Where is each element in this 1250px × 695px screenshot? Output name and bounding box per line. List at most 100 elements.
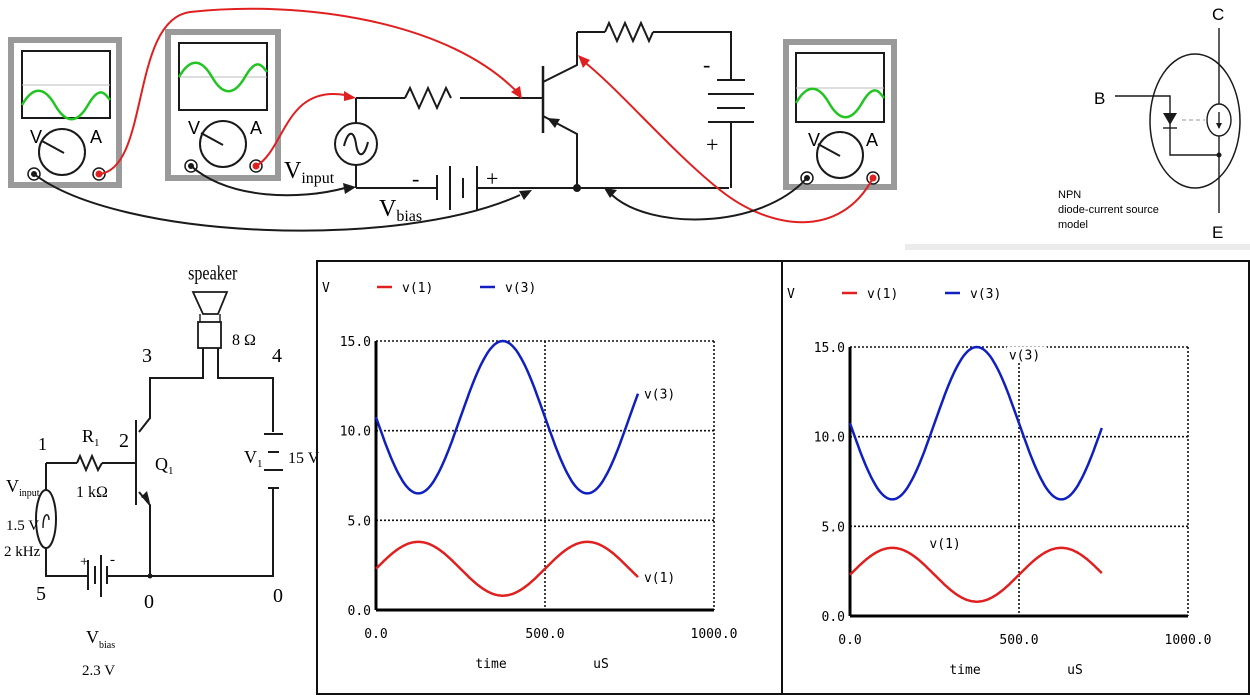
x-tick-label: 0.0 bbox=[364, 627, 387, 642]
model-junction-dot bbox=[1216, 152, 1222, 158]
series-label-background bbox=[641, 569, 682, 586]
r1-label: R1 bbox=[82, 426, 100, 449]
x-tick-label: 1000.0 bbox=[1165, 633, 1212, 648]
y-tick-label: 10.0 bbox=[340, 425, 371, 440]
scope-2-v-label: V bbox=[188, 118, 200, 138]
q1-label: Q1 bbox=[155, 454, 174, 477]
input-source-sine bbox=[42, 514, 50, 529]
scope-2-black-probe-lead[interactable] bbox=[190, 165, 346, 197]
wire-node-3 bbox=[138, 348, 204, 433]
top-circuit-wiring: - + - + Vinput Vbias bbox=[284, 20, 754, 225]
vinput-amplitude-label: 1.5 V bbox=[6, 518, 39, 534]
supply-plus-label: + bbox=[706, 132, 718, 157]
probe-arrow-icon bbox=[343, 183, 356, 194]
scope-2-red-probe-lead[interactable] bbox=[255, 92, 346, 167]
node-0b-label: 0 bbox=[273, 585, 283, 607]
node-0a-label: 0 bbox=[144, 591, 154, 613]
model-circle bbox=[1149, 53, 1241, 189]
x-axis-label: time bbox=[475, 657, 506, 672]
scope-1-a-label: A bbox=[90, 127, 102, 147]
x-axis-unit: uS bbox=[593, 657, 609, 672]
q1-emitter-arrow-icon bbox=[141, 491, 150, 503]
transistor-emitter bbox=[542, 115, 578, 188]
speaker-impedance-label: 8 Ω bbox=[232, 332, 256, 349]
vinput-frequency-label: 2 kHz bbox=[4, 544, 41, 560]
y-tick-label: 15.0 bbox=[340, 335, 371, 350]
x-tick-label: 0.0 bbox=[838, 633, 861, 648]
probe-arrow-icon bbox=[519, 190, 532, 200]
probe-arrow-icon bbox=[511, 86, 522, 99]
base-resistor bbox=[404, 85, 452, 111]
wire-node-5 bbox=[45, 548, 88, 577]
x-axis-unit: uS bbox=[1067, 663, 1083, 678]
vbias-plus-label: + bbox=[80, 554, 88, 570]
probe-arrow-icon bbox=[604, 188, 617, 198]
series-label-background bbox=[641, 385, 682, 402]
supply-minus-label: - bbox=[703, 52, 710, 77]
series-line-v1 bbox=[375, 540, 639, 597]
y-unit-label: V bbox=[787, 287, 795, 302]
series-end-label-v3: v(3) bbox=[1009, 349, 1040, 364]
r1-value-label: 1 kΩ bbox=[76, 484, 108, 501]
wire-to-supply bbox=[653, 31, 732, 80]
x-tick-label: 500.0 bbox=[999, 633, 1038, 648]
model-e-label: E bbox=[1212, 223, 1223, 242]
x-tick-label: 500.0 bbox=[525, 627, 564, 642]
v-input-label: Vinput bbox=[284, 158, 335, 187]
y-unit-label: V bbox=[322, 281, 330, 296]
model-caption-line-1: NPN bbox=[1058, 189, 1081, 201]
v1-label: V1 bbox=[244, 447, 263, 470]
series-end-label-v1: v(1) bbox=[644, 571, 675, 586]
vinput-label: Vinput bbox=[6, 476, 40, 499]
scope-1-trace bbox=[20, 89, 111, 121]
y-tick-label: 10.0 bbox=[814, 431, 845, 446]
node-2-label: 2 bbox=[119, 430, 129, 452]
y-tick-label: 15.0 bbox=[814, 341, 845, 356]
collector-resistor bbox=[604, 20, 654, 44]
scope-3-red-probe-lead[interactable] bbox=[581, 59, 874, 224]
oscilloscope-3: V A bbox=[783, 39, 897, 190]
y-tick-label: 5.0 bbox=[348, 514, 371, 529]
series-label-background bbox=[1006, 346, 1047, 363]
scope-3-a-label: A bbox=[866, 130, 878, 150]
node-4-label: 4 bbox=[272, 345, 282, 367]
scope-3-dial-needle bbox=[817, 143, 841, 157]
scope-3-v-label: V bbox=[808, 130, 820, 150]
model-b-label: B bbox=[1094, 89, 1105, 108]
probe-leads bbox=[33, 7, 874, 232]
v-bias-label: Vbias bbox=[379, 196, 422, 225]
series-line-v3 bbox=[374, 339, 640, 495]
oscilloscope-2: V A bbox=[165, 29, 281, 181]
v1-value-label: 15 V bbox=[288, 450, 320, 467]
scope-2-trace bbox=[177, 61, 268, 93]
bias-plus-label: + bbox=[486, 166, 498, 191]
vbias-value-label: 2.3 V bbox=[82, 663, 115, 679]
npn-diode-current-source-model: C B E NPN diode-current source model bbox=[905, 0, 1250, 250]
current-source-arrow-icon bbox=[1216, 123, 1222, 129]
x-axis-label: time bbox=[949, 663, 980, 678]
speaker-magnet-icon bbox=[197, 321, 222, 349]
q1-emitter bbox=[138, 491, 151, 576]
top-circuit-diagram: V A V A bbox=[8, 7, 897, 232]
node-5-label: 5 bbox=[36, 583, 46, 605]
model-background bbox=[905, 0, 1250, 248]
scope-3-black-probe-lead[interactable] bbox=[611, 177, 808, 221]
model-caption-line-2: diode-current source bbox=[1058, 204, 1159, 216]
legend-label-v3: v(3) bbox=[505, 281, 536, 296]
model-bottom-shadow bbox=[905, 244, 1250, 250]
series-label-background bbox=[927, 534, 968, 551]
vbias-label: Vbias bbox=[86, 627, 115, 651]
amplifier-schematic: speaker 8 Ω 3 4 1 2 5 0 0 R1 1 kΩ Q1 bbox=[4, 262, 320, 679]
scope-2-a-label: A bbox=[250, 118, 262, 138]
diode-icon bbox=[1163, 113, 1177, 125]
scope-1-black-probe-lead[interactable] bbox=[33, 173, 521, 232]
scope-1-v-label: V bbox=[30, 127, 42, 147]
r1-resistor bbox=[76, 453, 103, 473]
y-tick-label: 5.0 bbox=[822, 520, 845, 535]
scope-1-red-probe-lead[interactable] bbox=[98, 7, 521, 175]
node-1-label: 1 bbox=[38, 434, 47, 454]
vbias-minus-label: - bbox=[110, 552, 115, 568]
